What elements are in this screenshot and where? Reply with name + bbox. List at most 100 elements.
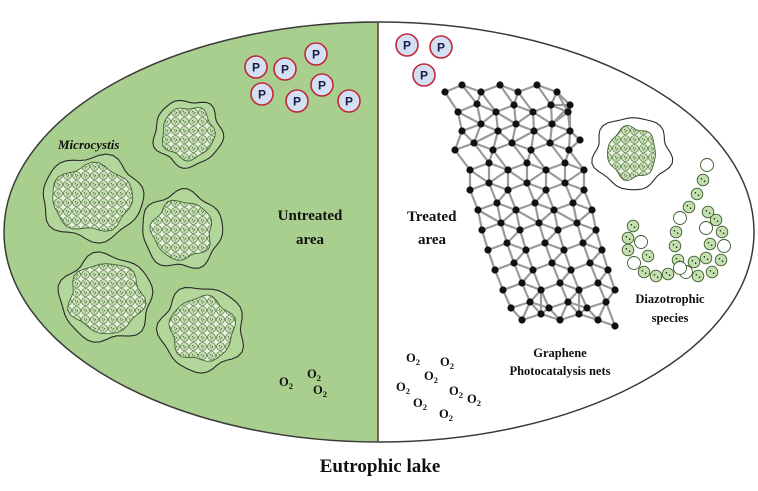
- net-node: [516, 226, 524, 234]
- cell-dot: [665, 272, 668, 274]
- cell-dot: [705, 210, 708, 212]
- net-node: [548, 259, 556, 267]
- net-bond: [549, 130, 571, 144]
- cell-dot: [707, 242, 710, 244]
- microcystis-colony: [142, 188, 224, 269]
- chain-cell: [626, 219, 640, 233]
- phosphate-symbol: P: [437, 41, 445, 55]
- net-node: [489, 146, 497, 154]
- net-node: [478, 226, 486, 234]
- phosphate-circle: [304, 42, 328, 66]
- net-node: [594, 279, 602, 287]
- net-bond: [536, 84, 552, 106]
- chain-cell: [717, 239, 731, 253]
- net-node: [560, 246, 568, 254]
- oxygen-molecule: O2: [413, 396, 427, 412]
- lake-outline: [3, 21, 755, 443]
- cell-dot: [709, 270, 712, 272]
- cell-dot: [686, 205, 689, 207]
- net-node: [526, 298, 534, 306]
- net-bond: [488, 169, 509, 184]
- cell-dot: [645, 254, 648, 256]
- cell-dot: [673, 230, 676, 232]
- net-node: [473, 100, 481, 108]
- net-node: [523, 159, 531, 167]
- cell-dot: [708, 212, 711, 214]
- phosphate-symbol: P: [420, 69, 428, 83]
- chain-cell: [715, 225, 729, 239]
- phosphate: P: [250, 82, 274, 106]
- net-node: [531, 199, 539, 207]
- net-node: [492, 108, 500, 116]
- cell-dot: [630, 224, 633, 226]
- colony-cells: [168, 294, 237, 362]
- net-node: [522, 246, 530, 254]
- net-bond: [480, 91, 497, 113]
- cell-dot: [691, 260, 694, 262]
- cell-dot: [625, 248, 628, 250]
- net-node: [484, 246, 492, 254]
- phosphate-symbol: P: [318, 79, 326, 93]
- chain-cell: [621, 231, 635, 245]
- net-node: [518, 279, 526, 287]
- chain-cell: [714, 253, 728, 267]
- net-node: [512, 120, 520, 128]
- cell-dot: [641, 270, 644, 272]
- net-node: [546, 139, 554, 147]
- net-node: [466, 166, 474, 174]
- cell-dot: [694, 262, 697, 265]
- phosphate: P: [429, 35, 453, 59]
- oxygen-molecule: O2: [449, 384, 463, 400]
- net-node: [602, 298, 610, 306]
- phosphate: P: [244, 55, 268, 79]
- untreated-label-line1: Untreated: [278, 208, 343, 224]
- net-bond: [457, 111, 482, 125]
- chain-cell: [673, 261, 687, 275]
- microcystis-colony: [591, 117, 674, 191]
- net-bond: [515, 209, 540, 224]
- net-bond: [545, 169, 566, 184]
- chain-cell: [634, 235, 648, 249]
- net-node: [542, 166, 550, 174]
- oxygen-molecule: O2: [467, 392, 481, 408]
- net-node: [458, 127, 466, 135]
- net-node: [592, 226, 600, 234]
- net-node: [527, 146, 535, 154]
- net-node: [454, 108, 462, 116]
- microcystis-colony: [42, 153, 145, 244]
- microcystis-colonies: [42, 99, 674, 374]
- oxygen-left: O2 O2 O2: [279, 367, 327, 399]
- phosphate: P: [337, 89, 361, 113]
- net-node: [575, 310, 583, 318]
- phosphate-circle: [244, 55, 268, 79]
- net-bond: [499, 84, 515, 106]
- net-bond: [604, 301, 617, 327]
- net-bond: [495, 111, 517, 125]
- net-node: [503, 239, 511, 247]
- net-node: [556, 316, 564, 324]
- cell-dot: [644, 272, 647, 275]
- cell-dot: [706, 258, 709, 261]
- net-bond: [517, 91, 534, 113]
- net-node: [554, 226, 562, 234]
- phosphate-circle: [395, 33, 419, 57]
- net-node: [569, 199, 577, 207]
- phosphate-circle: [412, 63, 436, 87]
- net-bond: [568, 149, 585, 171]
- phosphate-symbol: P: [258, 88, 266, 102]
- net-node: [594, 316, 602, 324]
- phosphate-circle: [250, 82, 274, 106]
- diazotrophic-label-line2: species: [652, 311, 689, 325]
- net-bond: [526, 169, 547, 184]
- cell-dot: [698, 276, 701, 279]
- net-bond: [444, 91, 459, 113]
- net-node: [499, 286, 507, 294]
- cell-dot: [656, 276, 659, 279]
- chain-cell: [621, 243, 635, 257]
- net-bond: [507, 169, 528, 184]
- cell-dot: [653, 274, 656, 276]
- cell-dot: [697, 194, 700, 196]
- phosphate: P: [310, 73, 334, 97]
- net-node: [537, 286, 545, 294]
